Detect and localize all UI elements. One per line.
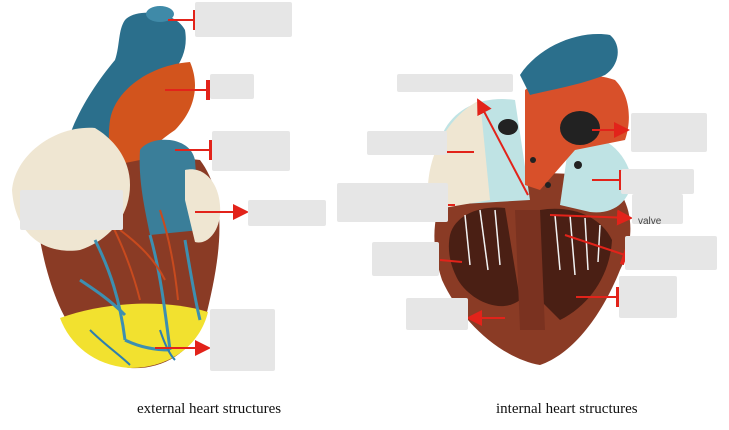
right-cream-atrium: [185, 169, 221, 243]
external-heart-illustration: [12, 6, 221, 369]
answer-box-int-4[interactable]: [372, 242, 439, 276]
answer-box-int-7[interactable]: [621, 169, 694, 194]
coronary-vessels: [79, 234, 202, 352]
answer-box-int-3[interactable]: [337, 183, 448, 222]
answer-box-int-10[interactable]: [619, 276, 677, 318]
answer-box-int-9[interactable]: [625, 236, 717, 270]
answer-box-int-5[interactable]: [406, 298, 468, 330]
answer-box-ext-4[interactable]: [248, 200, 326, 226]
answer-box-ext-3[interactable]: [212, 131, 290, 171]
pointer-lines: [155, 10, 633, 356]
answer-box-ext-6[interactable]: [210, 309, 275, 371]
vessel-opening-small: [498, 119, 518, 135]
internal-blue-vessel: [520, 34, 618, 95]
internal-cream-fat: [428, 100, 490, 210]
right-atrium: [560, 134, 632, 213]
valve-label-fragment: valve: [638, 216, 662, 227]
answer-box-ext-2[interactable]: [210, 74, 254, 99]
right-ventricle-chamber: [540, 208, 612, 320]
pointer-int-4: [439, 259, 463, 263]
vessel-opening-large: [560, 111, 600, 145]
pointer-int-8: [549, 209, 633, 226]
external-caption: external heart structures: [137, 401, 282, 417]
internal-caption: internal heart structures: [496, 401, 638, 417]
answer-box-int-8[interactable]: [632, 194, 683, 224]
chordae-tendineae: [464, 209, 601, 276]
interventricular-septum: [515, 210, 545, 330]
answer-box-ext-5[interactable]: [20, 190, 123, 230]
pointer-int-1: [477, 98, 529, 196]
apex-fat: [60, 303, 208, 368]
internal-heart-illustration: [428, 34, 632, 365]
answer-box-int-2[interactable]: [367, 131, 447, 155]
answer-box-int-1[interactable]: [397, 74, 513, 92]
answer-box-int-6[interactable]: [631, 113, 707, 152]
answer-box-ext-1[interactable]: [195, 2, 292, 37]
blue-trunk: [139, 139, 200, 235]
vessel-opening: [146, 6, 174, 22]
pointer-int-9: [564, 234, 631, 266]
orange-great-vessel: [108, 62, 195, 165]
